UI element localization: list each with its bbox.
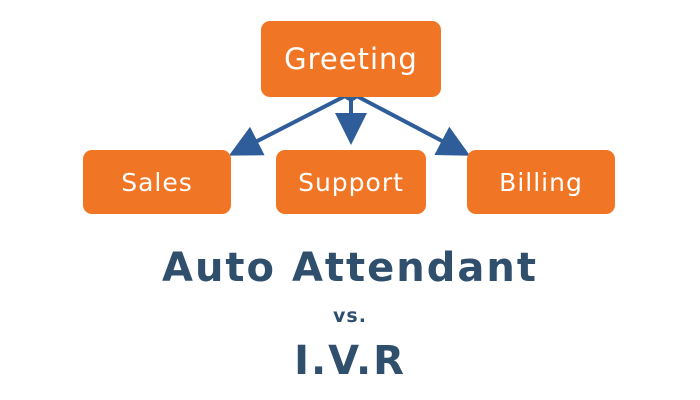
support-node-label: Support [298, 167, 404, 197]
greeting-node: Greeting [261, 21, 441, 97]
title-ivr: I.V.R [294, 338, 406, 384]
greeting-node-label: Greeting [284, 42, 418, 76]
arrow-to-billing [350, 91, 471, 156]
title-vs: vs. [333, 305, 367, 327]
arrow-to-sales [228, 91, 352, 156]
billing-node: Billing [467, 150, 615, 214]
sales-node-label: Sales [121, 167, 193, 197]
billing-node-label: Billing [499, 167, 583, 197]
support-node: Support [276, 150, 426, 214]
title-auto-attendant: Auto Attendant [162, 245, 538, 291]
sales-node: Sales [83, 150, 231, 214]
